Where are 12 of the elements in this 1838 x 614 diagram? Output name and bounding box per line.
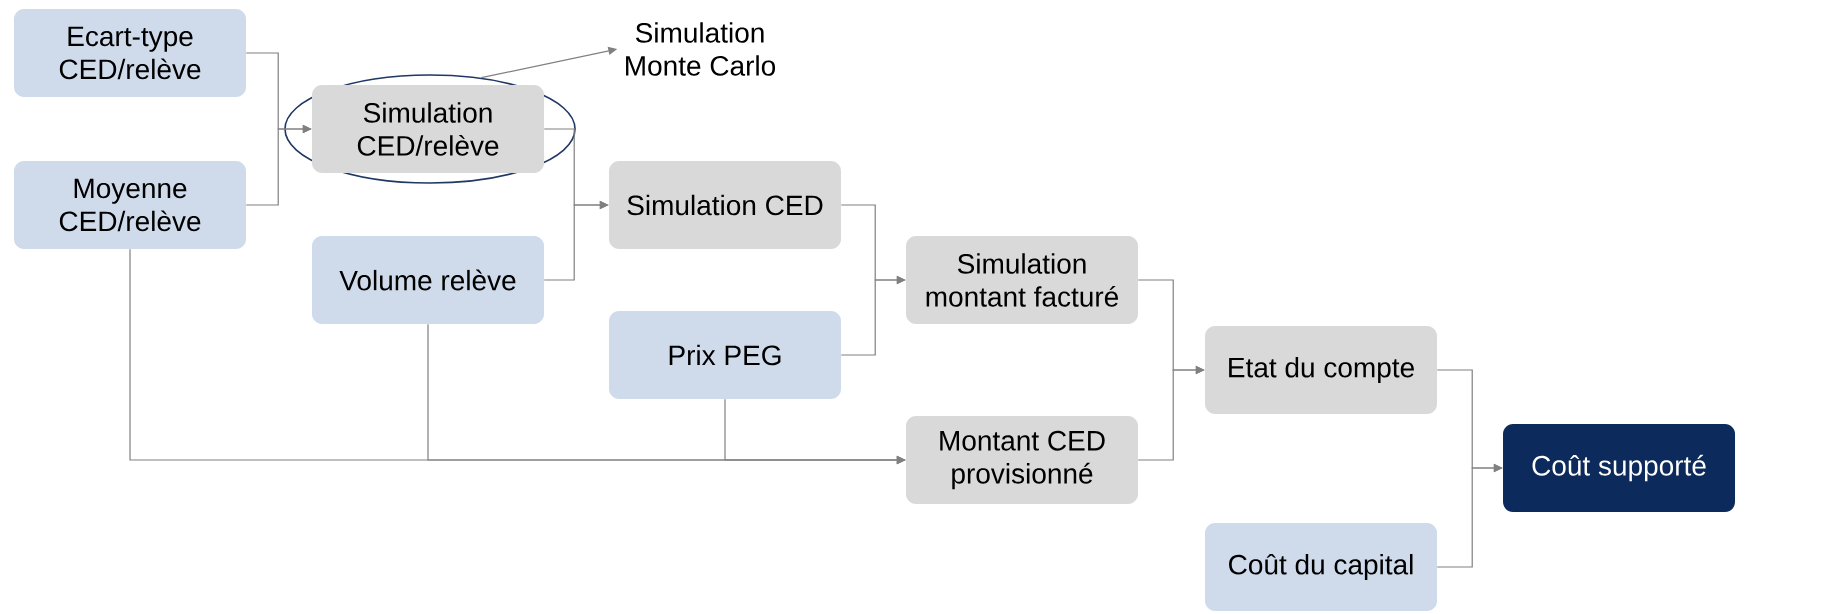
process-box: Montant CED provisionné [906, 416, 1138, 504]
input-box: Ecart-type CED/relève [14, 9, 246, 97]
process-box: Simulation montant facturé [906, 236, 1138, 324]
annotation-text: Simulation Monte Carlo [626, 22, 776, 76]
process-box: Etat du compte [1205, 326, 1437, 414]
input-box: Volume relève [312, 236, 544, 324]
input-box: Prix PEG [609, 311, 841, 399]
process-box: Simulation CED [609, 161, 841, 249]
input-box: Moyenne CED/relève [14, 161, 246, 249]
result-box: Coût supporté [1503, 424, 1735, 512]
input-box: Coût du capital [1205, 523, 1437, 611]
process-box: Simulation CED/relève [312, 85, 544, 173]
